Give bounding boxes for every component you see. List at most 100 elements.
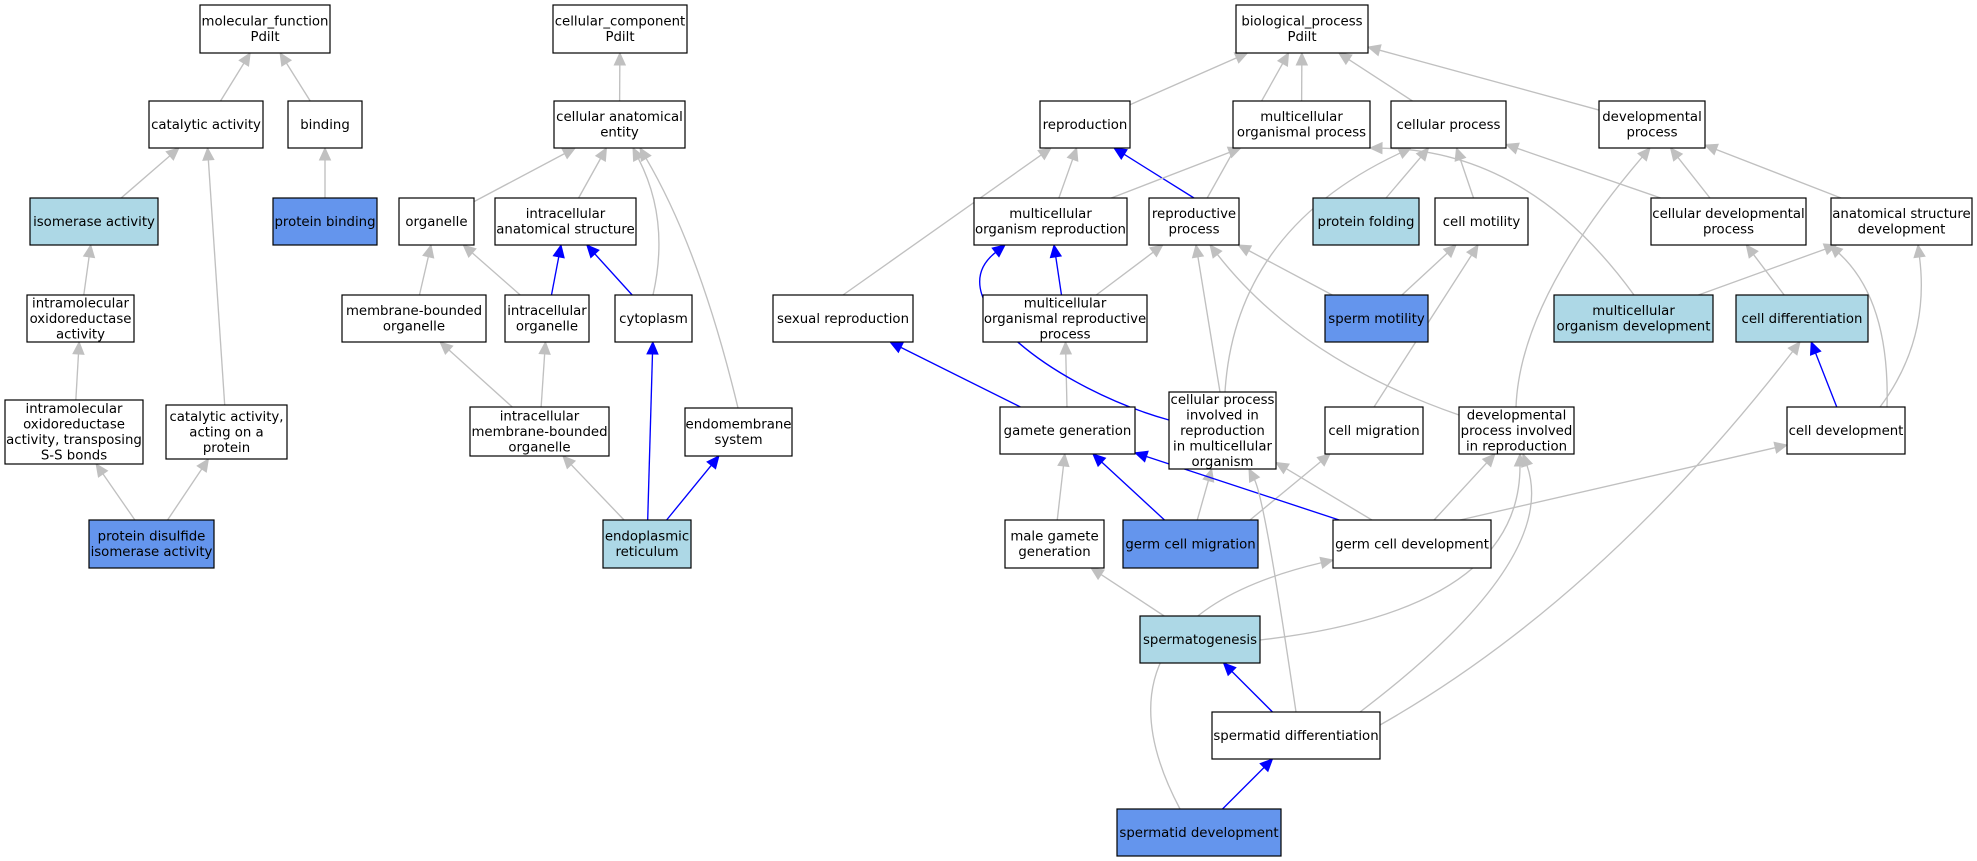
edge-arrowhead	[889, 341, 905, 354]
edge-imbo-to-io	[538, 340, 551, 408]
edge-cyto-to-ias	[586, 244, 633, 296]
edge-arrowhead	[586, 244, 600, 259]
node-label-line: germ cell development	[1335, 537, 1489, 552]
node-label-line: cellular process	[1171, 393, 1275, 408]
edge-arrowhead	[1274, 461, 1290, 475]
node-label-line: reproductive	[1152, 207, 1236, 222]
edge-arrowhead	[1669, 147, 1684, 162]
edge-mor-to-mop	[1111, 146, 1242, 199]
node-box	[772, 294, 914, 343]
edge-arrowhead	[1191, 243, 1205, 259]
node-box	[1148, 197, 1240, 246]
edge-mbo-to-org	[418, 243, 435, 296]
edge-line	[1056, 465, 1065, 521]
node-box	[165, 404, 288, 460]
edge-arrowhead	[1745, 244, 1759, 259]
node-label-line: organism	[1192, 455, 1254, 470]
edge-cae-to-cc	[613, 51, 627, 102]
edge-arrowhead	[1248, 467, 1261, 483]
node-box	[1211, 711, 1381, 760]
edge-line	[473, 153, 565, 203]
edge-line	[1224, 152, 1401, 393]
edge-sdev-to-sdiff	[1222, 758, 1274, 810]
node-label-line: process involved	[1461, 424, 1573, 439]
edge-arrowhead	[1442, 244, 1457, 259]
edge-smot-to-cmot	[1401, 244, 1457, 296]
edge-cpir-to-cp	[1224, 147, 1413, 393]
edge-arrowhead	[439, 341, 454, 356]
edge-sexrep-to-repro	[842, 147, 1052, 296]
node-label-line: anatomical structure	[496, 223, 634, 238]
edge-arrowhead	[1829, 244, 1844, 259]
node-label-line: binding	[300, 118, 350, 133]
edge-line	[577, 158, 602, 199]
node-label-line: Pdilt	[605, 30, 634, 45]
node-box	[982, 294, 1148, 343]
node-label-line: cell differentiation	[1742, 312, 1863, 327]
edge-line	[120, 155, 171, 199]
edge-line	[1065, 353, 1068, 408]
node-box	[1598, 100, 1706, 149]
edge-line	[1249, 461, 1322, 521]
node-box	[88, 519, 215, 569]
node-label-line: organelle	[405, 215, 467, 230]
node-box	[504, 294, 590, 343]
edge-line	[1129, 57, 1237, 106]
node-label-line: generation	[1018, 545, 1090, 560]
edge-arrowhead	[196, 458, 210, 473]
edge-line	[666, 464, 712, 521]
edge-line	[1515, 156, 1643, 408]
edge-arrowhead	[1397, 147, 1413, 159]
node-box	[602, 519, 692, 569]
edge-arrowhead	[1037, 147, 1052, 161]
node-box	[1139, 615, 1261, 664]
edge-bind-to-mf	[279, 51, 311, 102]
edge-sdev-to-gcd	[1150, 556, 1335, 810]
edge-arrowhead	[1059, 340, 1073, 355]
edge-line	[1058, 159, 1074, 199]
edge-arrowhead	[561, 147, 577, 160]
edge-line	[1216, 254, 1460, 416]
node-label-line: oxidoreductase	[30, 312, 132, 327]
edge-line	[1753, 254, 1785, 296]
edge-arrowhead	[1773, 441, 1789, 454]
edge-line	[1348, 58, 1413, 102]
node-box	[341, 294, 487, 343]
edge-sperm-to-mgg	[1090, 567, 1165, 617]
edge-gg-to-sexrep	[889, 341, 1021, 408]
edge-arrowhead	[552, 243, 565, 259]
edge-line	[1248, 250, 1333, 296]
edge-line	[1401, 252, 1448, 296]
edge-line	[219, 62, 245, 102]
edge-line	[979, 251, 1170, 421]
edge-line	[1222, 767, 1265, 810]
node-box	[1735, 294, 1869, 343]
edge-asd-to-dev	[1703, 143, 1842, 199]
node-spermatid-development: spermatid development	[1116, 808, 1282, 857]
node-box	[1650, 197, 1807, 246]
edge-org-to-cae	[473, 147, 577, 203]
edge-line	[647, 353, 654, 521]
edge-line	[842, 154, 1042, 296]
edge-iso-to-cat	[120, 147, 180, 199]
edge-arrowhead	[1112, 147, 1128, 160]
edge-line	[1379, 49, 1600, 111]
edge-dpir-to-dev	[1515, 147, 1651, 408]
edge-arrowhead	[1226, 146, 1242, 159]
edge-line	[570, 464, 625, 521]
edge-cmot-to-cp	[1454, 146, 1475, 199]
edge-arrowhead	[538, 340, 551, 355]
edge-line	[1698, 248, 1826, 296]
node-cell-motility: cell motility	[1434, 197, 1529, 246]
edge-arrowhead	[238, 51, 251, 67]
node-label-line: anatomical structure	[1832, 207, 1970, 222]
node-label-line: intracellular	[500, 409, 580, 424]
edge-cdevt-to-cdiff	[1809, 340, 1838, 408]
node-label-line: acting on a	[189, 425, 263, 440]
edge-arrowhead	[1319, 556, 1335, 569]
edge-arrowhead	[279, 51, 293, 67]
edge-line	[167, 468, 203, 521]
